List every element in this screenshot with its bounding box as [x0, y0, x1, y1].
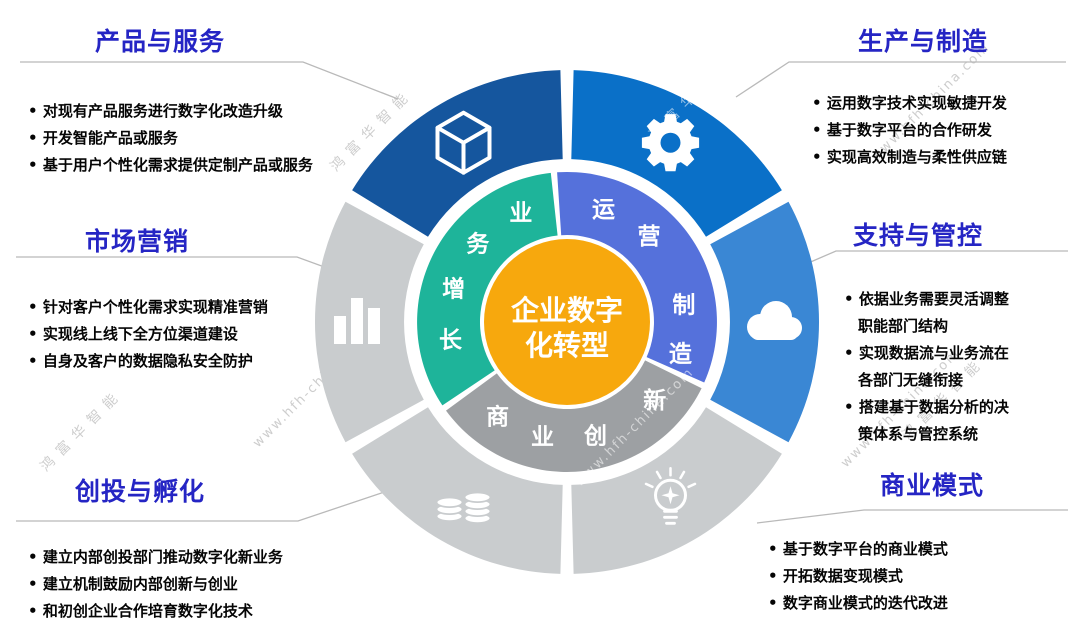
ring-segment-operations-manufacturing	[557, 171, 717, 383]
ring-label-char: 长	[439, 328, 463, 354]
ring-segment-business-innovation	[446, 360, 702, 472]
petal-products	[352, 70, 563, 237]
donut-diagram: 运营制造商业创新业务增长企业数字化转型	[314, 70, 820, 574]
ring-label-char: 商	[486, 404, 509, 431]
bulb-icon	[644, 467, 697, 525]
section-marketing: 市场营销 针对客户个性化需求实现精准营销 实现线上线下全方位渠道建设 自身及客户…	[28, 226, 340, 375]
bullet-item: 实现线上线下全方位渠道建设	[28, 321, 340, 348]
section-venture: 创投与孵化 建立内部创投部门推动数字化新业务 建立机制鼓励内部创新与创业 和初创…	[28, 476, 364, 625]
gear-icon	[641, 114, 700, 172]
section-title: 市场营销	[85, 227, 190, 256]
bullet-item: 和初创企业合作培育数字化技术	[28, 598, 364, 625]
bullet-item: 数字商业模式的迭代改进	[768, 590, 1080, 617]
section-bullets: 基于数字平台的商业模式 开拓数据变现模式 数字商业模式的迭代改进	[768, 536, 1080, 617]
section-title: 产品与服务	[95, 27, 226, 56]
section-title: 支持与管控	[853, 221, 984, 250]
cube-icon	[435, 110, 492, 175]
bullet-item: 实现数据流与业务流在各部门无缝衔接	[844, 340, 1020, 394]
coins-icon	[435, 491, 492, 524]
center-circle	[484, 239, 650, 405]
section-bullets: 针对客户个性化需求实现精准营销 实现线上线下全方位渠道建设 自身及客户的数据隐私…	[28, 294, 340, 375]
bullet-item: 基于数字平台的合作研发	[812, 117, 1080, 144]
bullet-item: 开发智能产品或服务	[28, 125, 364, 152]
bullet-item: 基于数字平台的商业模式	[768, 536, 1080, 563]
ring-label-char: 制	[672, 293, 695, 319]
section-bullets: 依据业务需要灵活调整职能部门结构 实现数据流与业务流在各部门无缝衔接 搭建基于数…	[844, 286, 1020, 448]
ring-label-char: 造	[669, 342, 693, 368]
section-support: 支持与管控 依据业务需要灵活调整职能部门结构 实现数据流与业务流在各部门无缝衔接…	[844, 220, 1080, 448]
bullet-item: 基于用户个性化需求提供定制产品或服务	[28, 152, 364, 179]
petal-business-model	[571, 407, 782, 574]
petal-venture	[352, 407, 563, 574]
section-bullets: 对现有产品服务进行数字化改造升级 开发智能产品或服务 基于用户个性化需求提供定制…	[28, 98, 364, 179]
bullet-item: 建立内部创投部门推动数字化新业务	[28, 544, 364, 571]
bullet-item: 针对客户个性化需求实现精准营销	[28, 294, 340, 321]
ring-label-char: 营	[638, 224, 661, 250]
connector-business-model	[756, 509, 1068, 524]
ring-label-char: 业	[509, 200, 532, 226]
bullet-item: 对现有产品服务进行数字化改造升级	[28, 98, 364, 125]
section-products: 产品与服务 对现有产品服务进行数字化改造升级 开发智能产品或服务 基于用户个性化…	[28, 26, 364, 179]
ring-label-char: 业	[531, 424, 554, 450]
bullet-item: 实现高效制造与柔性供应链	[812, 144, 1080, 171]
watermark-brand: 鸿富华智能	[37, 385, 127, 475]
bullet-item: 建立机制鼓励内部创新与创业	[28, 571, 364, 598]
connector-manufacturing	[735, 61, 1066, 98]
ring-label-char: 创	[583, 424, 607, 450]
section-business-model: 商业模式 基于数字平台的商业模式 开拓数据变现模式 数字商业模式的迭代改进	[768, 470, 1080, 617]
section-bullets: 建立内部创投部门推动数字化新业务 建立机制鼓励内部创新与创业 和初创企业合作培育…	[28, 544, 364, 625]
ring-label-char: 增	[442, 276, 465, 303]
bullet-item: 自身及客户的数据隐私安全防护	[28, 348, 340, 375]
section-bullets: 运用数字技术实现敏捷开发 基于数字平台的合作研发 实现高效制造与柔性供应链	[812, 90, 1080, 171]
ring-label-char: 运	[592, 197, 615, 223]
ring-label-char: 务	[466, 232, 490, 258]
bullet-item: 依据业务需要灵活调整职能部门结构	[844, 286, 1020, 340]
bullet-item: 运用数字技术实现敏捷开发	[812, 90, 1080, 117]
bullet-item: 搭建基于数据分析的决策体系与管控系统	[844, 394, 1020, 448]
cloud-icon	[747, 301, 802, 340]
center-title-line1: 企业数字	[511, 294, 623, 327]
section-title: 商业模式	[880, 471, 985, 500]
section-manufacturing: 生产与制造 运用数字技术实现敏捷开发 基于数字平台的合作研发 实现高效制造与柔性…	[812, 26, 1080, 171]
connector-products	[20, 61, 399, 100]
section-title: 创投与孵化	[75, 477, 206, 506]
section-title: 生产与制造	[858, 27, 989, 56]
ring-label-char: 新	[643, 387, 666, 414]
center-title-line2: 化转型	[525, 329, 609, 362]
bullet-item: 开拓数据变现模式	[768, 563, 1080, 590]
ring-segment-business-growth	[417, 172, 558, 406]
